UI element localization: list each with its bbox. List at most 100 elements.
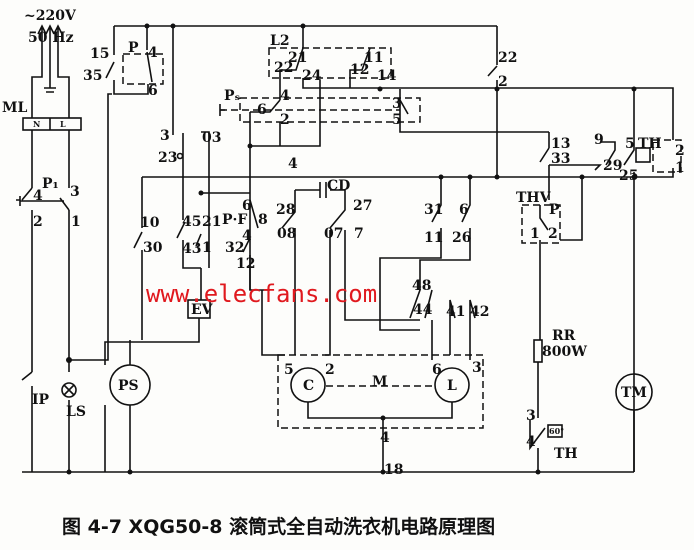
th-box xyxy=(652,139,682,173)
terminal-label: 23 xyxy=(158,150,177,166)
mains-wires xyxy=(21,130,70,472)
terminal-label: 42 xyxy=(470,304,489,320)
terminal-label: 3 xyxy=(472,360,482,376)
middle-bus xyxy=(133,168,674,340)
terminal-label: 6 xyxy=(257,102,267,118)
terminal-label: 4 xyxy=(242,228,252,244)
junction-dot xyxy=(127,469,133,475)
terminal-label: 12 xyxy=(350,62,369,78)
terminal-label: 30 xyxy=(143,240,163,256)
junction-dot xyxy=(380,415,386,421)
wire xyxy=(22,117,82,131)
junction-dot xyxy=(377,86,383,92)
terminal-label: 6 xyxy=(148,83,158,99)
terminal-label: 03 xyxy=(202,130,221,146)
terminal-label: 2 xyxy=(33,214,43,230)
terminal-label: EV xyxy=(191,302,214,318)
terminal-label: 60° xyxy=(549,426,564,436)
terminal-label: 41 xyxy=(446,304,465,320)
terminal-label: 18 xyxy=(384,462,403,478)
junction-dot xyxy=(144,23,150,29)
terminal-label: 43 xyxy=(182,241,201,257)
terminal-label: 26 xyxy=(452,230,471,246)
terminal-label: 48 xyxy=(412,278,431,294)
heater-rr xyxy=(533,339,543,363)
terminal-label: 3 xyxy=(70,184,80,200)
terminal-label: TH xyxy=(638,136,662,152)
thv-wires xyxy=(539,177,583,340)
motor-common-wire xyxy=(307,402,453,472)
ml-label: ML xyxy=(2,100,27,116)
terminal-label: 7 xyxy=(354,226,364,242)
p1-switch xyxy=(16,187,70,211)
terminal-label: TM xyxy=(621,385,647,401)
terminal-label: 2 xyxy=(548,226,558,242)
terminal-label: CD xyxy=(327,178,350,194)
terminal-label: 25 xyxy=(619,168,638,184)
figure-caption: 图 4-7 XQG50-8 滚筒式全自动洗衣机电路原理图 xyxy=(62,515,495,538)
junction-dot xyxy=(247,143,253,149)
terminal-label: 3 xyxy=(160,128,170,144)
terminal-label: 27 xyxy=(353,198,372,214)
ev-wires xyxy=(104,268,202,472)
terminal-label: 4 xyxy=(148,45,158,61)
lamp-feed-wire xyxy=(69,93,112,361)
terminal-label: 33 xyxy=(551,151,570,167)
terminal-label: 14 xyxy=(377,68,397,84)
pf-switch xyxy=(242,199,285,356)
timer-switches xyxy=(539,89,635,472)
terminal-label: 21 xyxy=(288,50,307,66)
terminal-label: 28 xyxy=(276,202,295,218)
terminal-label: 13 xyxy=(551,136,570,152)
terminal-label: 800W xyxy=(542,344,587,360)
terminal-label: 4 xyxy=(280,88,290,104)
terminal-label: 5 xyxy=(392,112,402,128)
wire xyxy=(547,424,563,438)
supply-voltage: ~220V xyxy=(24,8,77,24)
ps-coil-mark xyxy=(219,104,225,116)
wire xyxy=(61,382,77,398)
terminal-label: 24 xyxy=(302,68,322,84)
wire xyxy=(31,50,70,118)
terminal-label: TH xyxy=(554,446,578,462)
supply-arrows xyxy=(31,24,70,118)
terminal-label: 5 xyxy=(284,362,294,378)
ml-n: N xyxy=(33,119,40,129)
terminal-label: 08 xyxy=(277,226,296,242)
terminal-label: 2 xyxy=(498,74,508,90)
terminal-label: RR xyxy=(552,328,576,344)
wire xyxy=(37,24,63,88)
terminal-label: 6 xyxy=(242,198,252,214)
watermark: www.elecfans.com xyxy=(146,280,377,308)
junction-dot xyxy=(66,357,72,363)
terminal-label: 4 xyxy=(288,156,298,172)
junction-dot xyxy=(494,174,500,180)
terminal-label: M xyxy=(372,374,388,390)
door-switch-wires xyxy=(176,131,250,269)
l2-relay-box xyxy=(268,47,392,79)
terminal-label: LS xyxy=(66,404,86,420)
ml-l: L xyxy=(60,119,66,129)
terminal-label: 29 xyxy=(603,158,622,174)
terminal-label: 22 xyxy=(498,50,517,66)
motor-box xyxy=(277,354,484,429)
terminal-label: P·F xyxy=(222,212,247,228)
lamp-ls-icon xyxy=(61,382,77,398)
terminal-label: 6 xyxy=(459,202,469,218)
wire xyxy=(635,147,651,163)
terminal-label: 1 xyxy=(530,226,540,242)
component-labels: P₁ 4 3 2 1 IP LS PS TM 15 35 P 4 6 L2 21… xyxy=(32,33,685,478)
terminal-label: 4 xyxy=(33,188,43,204)
reversing-switches xyxy=(379,177,476,360)
junction-dot xyxy=(494,86,500,92)
ml-terminal-block xyxy=(22,117,82,131)
terminal-label: 44 xyxy=(413,302,433,318)
terminal-label: 11 xyxy=(424,230,443,246)
terminal-label: 31 xyxy=(424,202,443,218)
terminal-label: 6 xyxy=(432,362,442,378)
terminal-label: 10 xyxy=(140,215,160,231)
terminal-label: P xyxy=(128,40,139,56)
wire xyxy=(63,384,75,396)
ev-valve xyxy=(187,299,211,319)
